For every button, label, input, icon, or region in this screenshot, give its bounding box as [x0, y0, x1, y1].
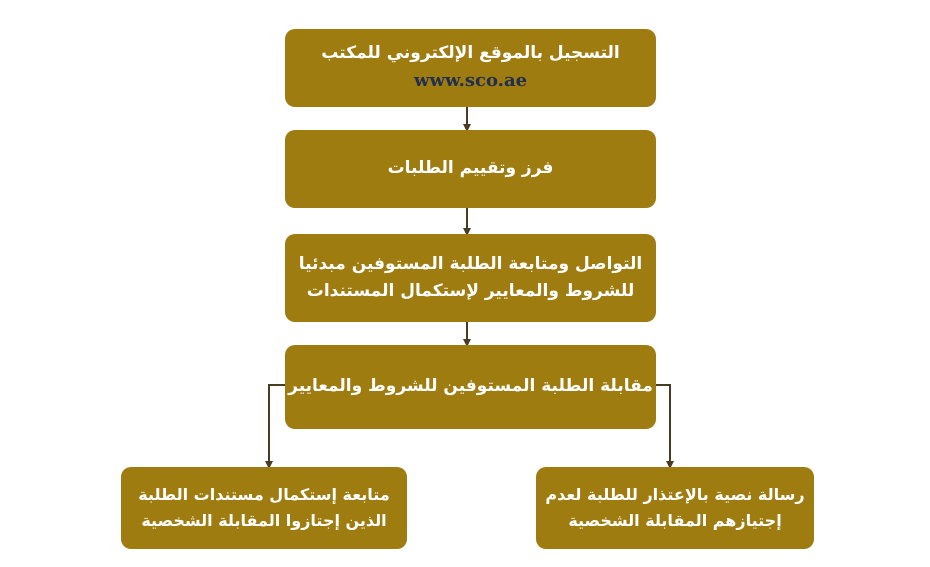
step-sort-label: فرز وتقييم الطلبات [387, 158, 554, 179]
arrow-interview-to-complete-docs [265, 384, 285, 469]
arrow-interview-to-apology [655, 384, 674, 469]
step-apology-label-line2: إجتيازهم المقابلة الشخصية [568, 511, 782, 530]
step-followup-box: التواصل ومتابعة الطلبة المستوفين مبدئيا … [285, 234, 656, 322]
step-complete-docs-label-line2: الذين إجتازوا المقابلة الشخصية [141, 511, 387, 530]
step-apology-label-line1: رسالة نصية بالإعتذار للطلبة لعدم [545, 485, 805, 505]
step-followup-label-line1: التواصل ومتابعة الطلبة المستوفين مبدئيا [298, 253, 643, 274]
step-interview-box: مقابلة الطلبة المستوفين للشروط والمعايير [285, 345, 656, 429]
step-sort-box: فرز وتقييم الطلبات [285, 130, 656, 208]
step-followup-label-line2: للشروط والمعايير لإستكمال المستندات [306, 281, 635, 301]
step-complete-docs-box: متابعة إستكمال مستندات الطلبة الذين إجتا… [121, 467, 407, 549]
step-apology-box: رسالة نصية بالإعتذار للطلبة لعدم إجتيازه… [536, 467, 814, 549]
website-url: www.sco.ae [413, 70, 528, 92]
step-register-box: التسجيل بالموقع الإلكتروني للمكتب www.sc… [285, 29, 656, 107]
step-interview-label: مقابلة الطلبة المستوفين للشروط والمعايير [288, 376, 653, 397]
step-register-label: التسجيل بالموقع الإلكتروني للمكتب [321, 43, 620, 63]
step-complete-docs-label-line1: متابعة إستكمال مستندات الطلبة [138, 485, 390, 505]
